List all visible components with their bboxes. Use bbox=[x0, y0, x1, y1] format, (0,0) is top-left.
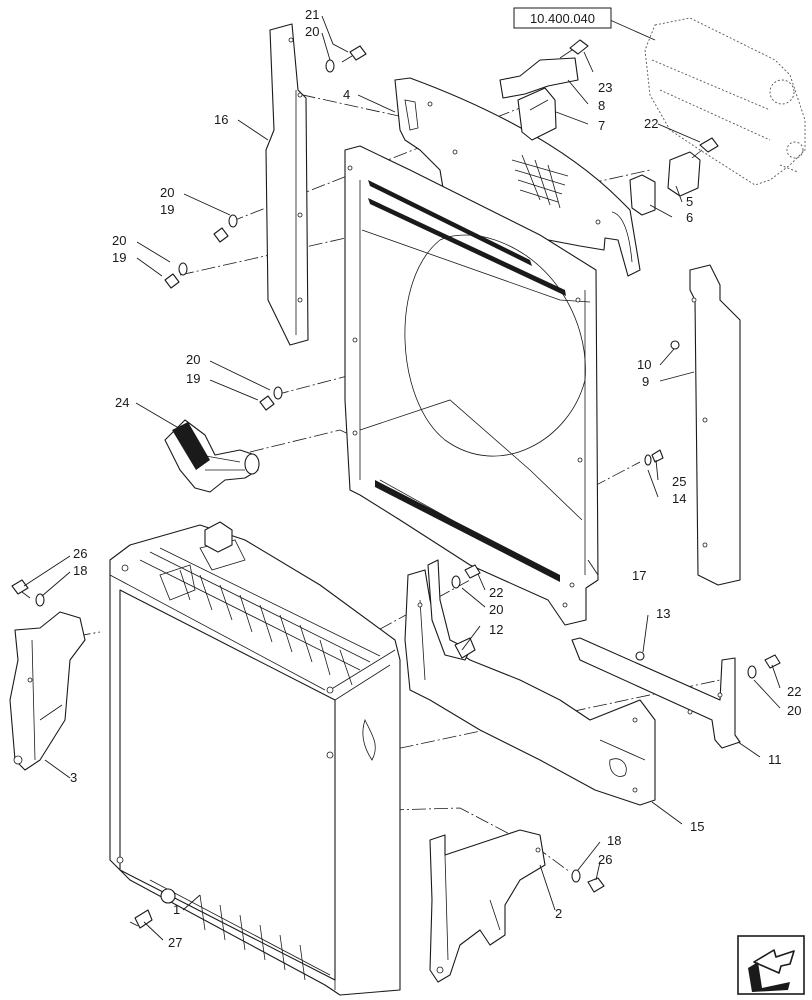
part-6-bracket bbox=[629, 174, 656, 216]
callout-4: 4 bbox=[343, 87, 350, 102]
part-1-radiator bbox=[109, 521, 401, 996]
callout-20: 20 bbox=[305, 24, 319, 39]
callout-24: 24 bbox=[115, 395, 129, 410]
callout-27: 27 bbox=[168, 935, 182, 950]
part-15-lower-bracket bbox=[404, 569, 656, 806]
callout-1: 1 bbox=[173, 902, 180, 917]
callout-18: 18 bbox=[607, 833, 621, 848]
reference-number: 10.400.040 bbox=[530, 11, 595, 26]
bolt-21-washer-20-top bbox=[325, 45, 367, 73]
expansion-tank-reference-part bbox=[644, 17, 806, 186]
callout-10: 10 bbox=[637, 357, 651, 372]
callout-22: 22 bbox=[787, 684, 801, 699]
part-27-drain-plug bbox=[129, 909, 153, 929]
callout-20: 20 bbox=[112, 233, 126, 248]
part-12-bracket bbox=[427, 559, 476, 661]
part-25-bolt bbox=[651, 449, 664, 463]
part-17-fan-shroud bbox=[344, 145, 599, 626]
callout-labels: 21 20 4 16 20 19 20 19 20 19 24 23 8 7 2… bbox=[70, 7, 801, 950]
callout-20: 20 bbox=[160, 185, 174, 200]
callout-23: 23 bbox=[598, 80, 612, 95]
callout-26: 26 bbox=[73, 546, 87, 561]
part-7-bracket bbox=[517, 87, 557, 141]
callout-13: 13 bbox=[656, 606, 670, 621]
bolt-19-washer-20-middle bbox=[164, 262, 188, 289]
leader-lines bbox=[23, 15, 781, 941]
callout-17: 17 bbox=[632, 568, 646, 583]
bolt-22-washer-20-right bbox=[747, 654, 781, 679]
part-24-hose-fitting bbox=[164, 419, 260, 493]
part-10-clip bbox=[670, 340, 680, 350]
callout-2: 2 bbox=[555, 906, 562, 921]
callout-26: 26 bbox=[598, 852, 612, 867]
callout-20: 20 bbox=[489, 602, 503, 617]
part-13-clip bbox=[635, 651, 645, 661]
bolt-26-washer-18-left bbox=[11, 579, 45, 607]
callout-20: 20 bbox=[787, 703, 801, 718]
part-11-right-bar bbox=[571, 637, 741, 749]
callout-12: 12 bbox=[489, 622, 503, 637]
part-9-side-strip bbox=[689, 264, 741, 586]
callout-20: 20 bbox=[186, 352, 200, 367]
callout-22: 22 bbox=[489, 585, 503, 600]
part-16-side-bracket bbox=[265, 23, 309, 346]
callout-3: 3 bbox=[70, 770, 77, 785]
callout-21: 21 bbox=[305, 7, 319, 22]
part-22-bolt-top bbox=[691, 137, 719, 159]
bolt-22-washer-20-center bbox=[451, 564, 481, 589]
callout-11: 11 bbox=[768, 752, 782, 767]
callout-7: 7 bbox=[598, 118, 605, 133]
part-23-bolt bbox=[559, 39, 589, 59]
bolt-19-washer-20-upper bbox=[213, 214, 238, 243]
bolt-26-washer-18-right bbox=[571, 869, 605, 893]
callout-19: 19 bbox=[160, 202, 174, 217]
bolt-19-washer-20-lower bbox=[259, 386, 283, 411]
callout-22: 22 bbox=[644, 116, 658, 131]
callout-19: 19 bbox=[112, 250, 126, 265]
callout-5: 5 bbox=[686, 194, 693, 209]
callout-15: 15 bbox=[690, 819, 704, 834]
callout-9: 9 bbox=[642, 374, 649, 389]
callout-14: 14 bbox=[672, 491, 686, 506]
part-8-bracket bbox=[499, 57, 579, 99]
part-5-bracket bbox=[667, 151, 701, 197]
callout-6: 6 bbox=[686, 210, 693, 225]
part-14-washer bbox=[644, 454, 652, 466]
reference-box[interactable]: 10.400.040 bbox=[513, 7, 612, 29]
callout-16: 16 bbox=[214, 112, 228, 127]
part-2-bottom-bracket bbox=[429, 829, 546, 983]
callout-18: 18 bbox=[73, 563, 87, 578]
callout-25: 25 bbox=[672, 474, 686, 489]
callout-8: 8 bbox=[598, 98, 605, 113]
part-3-left-bracket bbox=[9, 611, 86, 771]
callout-19: 19 bbox=[186, 371, 200, 386]
next-page-arrow-icon[interactable] bbox=[737, 935, 805, 995]
